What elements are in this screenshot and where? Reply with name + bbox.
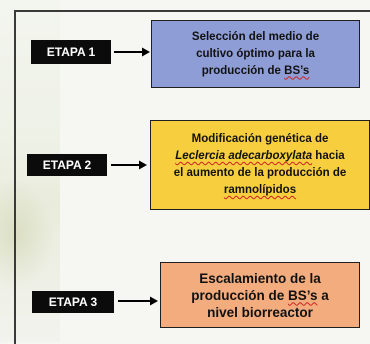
box-text-segment: Escalamiento de la <box>199 270 321 286</box>
box-text-line: Modificación genética de <box>174 131 347 148</box>
box-text-segment: producción de <box>201 64 285 77</box>
stage-1-box: Selección del medio de cultivo óptimo par… <box>151 20 360 88</box>
box-text-segment: cultivo óptimo para la <box>196 47 315 60</box>
box-text-line: Leclercia adecarboxylata hacia <box>174 148 347 165</box>
box-text-line: el aumento de la producción de <box>174 165 347 182</box>
background-haze <box>0 180 55 290</box>
box-text-line: ramnolípidos <box>174 182 347 199</box>
diagram-frame <box>14 10 370 344</box>
stage-2-label: ETAPA 2 <box>27 154 107 176</box>
box-text-segment: hacia <box>312 150 345 162</box>
arrow-right-icon <box>111 160 147 170</box>
box-text-segment: Leclercia adecarboxylata <box>175 150 313 162</box>
box-text-segment: Selección del medio de <box>191 30 320 43</box>
box-text-line: nivel biorreactor <box>191 304 329 321</box>
box-text-segment: BS’s <box>284 64 310 77</box>
box-text-line: producción de BS’s <box>192 63 319 80</box>
box-text-segment: BS’s <box>287 287 318 303</box>
box-text-line: Escalamiento de la <box>191 270 329 287</box>
arrow-right-icon <box>114 47 150 57</box>
stage-2-box: Modificación genética de Leclercia adecar… <box>150 120 370 210</box>
box-text-segment: a <box>317 287 329 303</box>
arrow-right-icon <box>118 296 158 306</box>
box-text-segment: Modificación genética de <box>191 133 329 145</box>
box-text-segment: el aumento de la producción de <box>173 167 347 179</box>
stage-2-text: Modificación genética de Leclercia adecar… <box>174 131 347 199</box>
box-text-line: producción de BS’s a <box>191 287 329 304</box>
stage-3-label: ETAPA 3 <box>32 291 114 313</box>
box-text-line: cultivo óptimo para la <box>192 46 319 63</box>
box-text-segment: nivel biorreactor <box>207 304 313 320</box>
box-text-segment: ramnolípidos <box>223 184 297 196</box>
stage-1-label: ETAPA 1 <box>31 40 111 64</box>
box-text-line: Selección del medio de <box>192 29 319 46</box>
box-text-segment: producción de <box>191 287 288 303</box>
stage-1-text: Selección del medio de cultivo óptimo par… <box>192 29 319 80</box>
